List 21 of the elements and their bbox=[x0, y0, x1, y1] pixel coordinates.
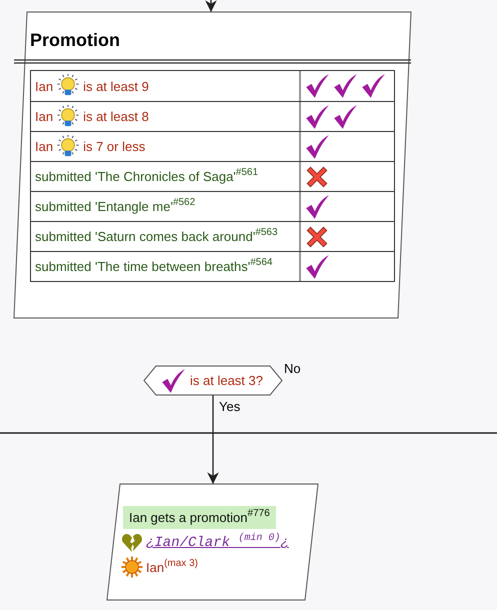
criterion-text: is at least 8 bbox=[83, 109, 149, 124]
process-box bbox=[14, 12, 411, 318]
box-title: Promotion bbox=[30, 30, 120, 51]
criterion-text: submitted 'The Chronicles of Saga'$^{#561}$ bbox=[35, 169, 258, 184]
criterion-text: Ian bbox=[35, 78, 54, 94]
process-box bbox=[107, 484, 318, 600]
criterion-text: is 7 or less bbox=[83, 139, 146, 154]
criterion-text: submitted 'The time between breaths'$^{#564}$ bbox=[35, 259, 272, 274]
role-link: ¿Ian/Clark $^{(min 0)}$¿ bbox=[146, 535, 289, 551]
branch-label: No bbox=[284, 361, 301, 376]
action-text: Ian gets a promotion$^{#776}$ bbox=[123, 506, 276, 529]
actor-text: Ian$^{(max 3)}$ bbox=[146, 560, 198, 574]
criterion-text: submitted 'Saturn comes back around'$^{#563}$ bbox=[35, 229, 278, 244]
edge-label: Yes bbox=[219, 399, 240, 414]
criterion-text: is at least 9 bbox=[83, 78, 149, 94]
arrow bbox=[205, 0, 217, 12]
criterion-text: Ian bbox=[35, 109, 54, 124]
criterion-text: Ian bbox=[35, 139, 54, 154]
condition-text: is at least 3? bbox=[190, 373, 263, 388]
arrow bbox=[207, 395, 219, 484]
criterion-text: submitted 'Entangle me'$^{#562}$ bbox=[35, 199, 196, 214]
